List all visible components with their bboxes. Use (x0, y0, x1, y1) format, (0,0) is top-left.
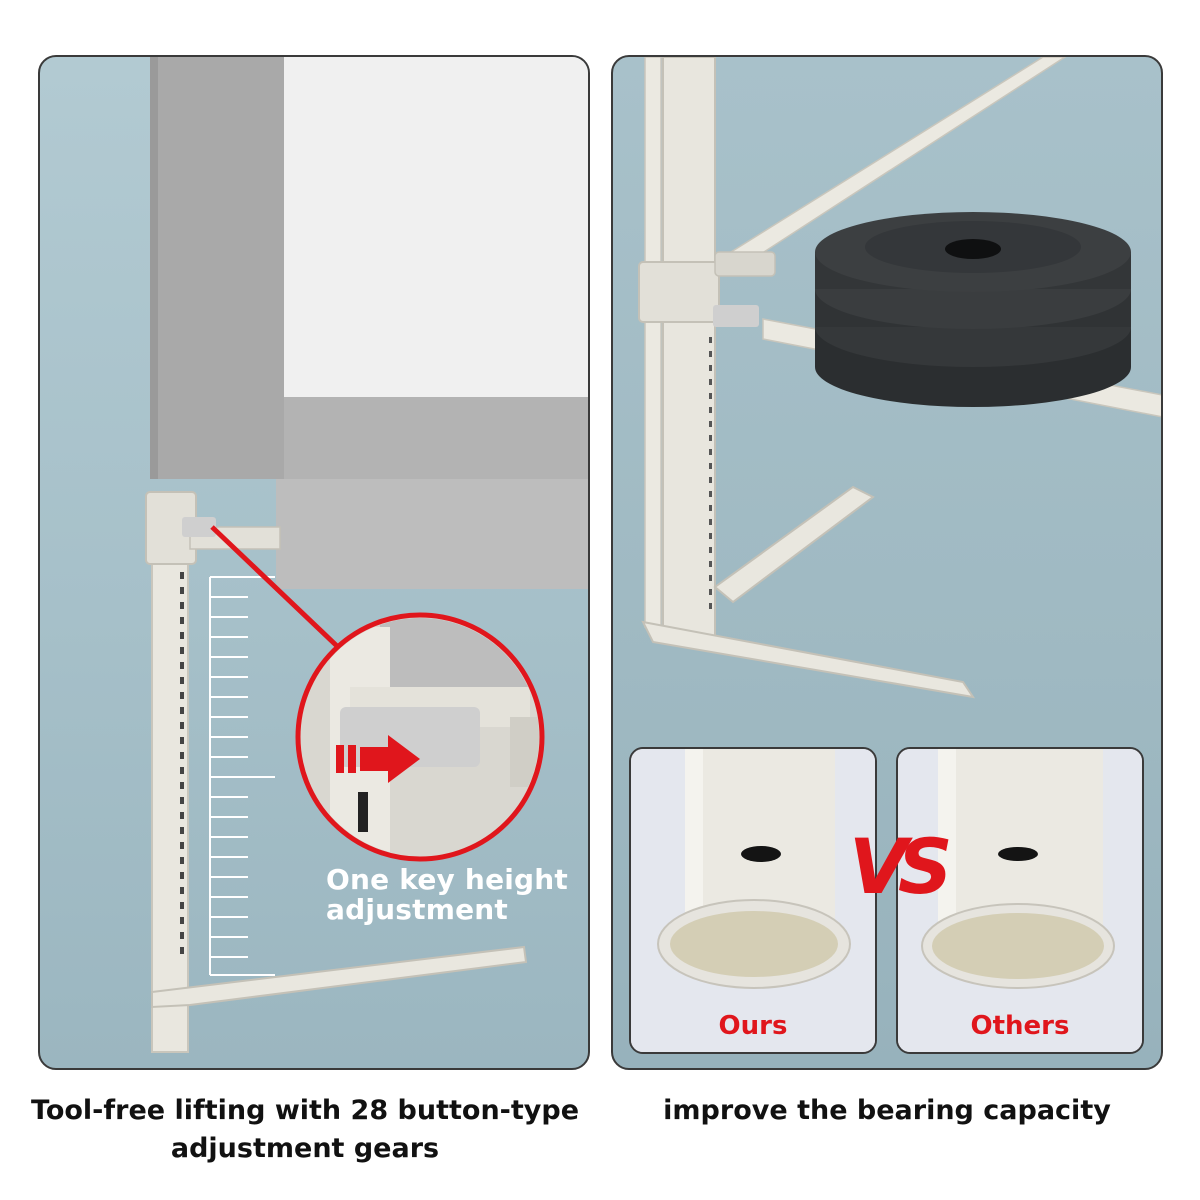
height-adjustment-panel: One key height adjustment (38, 55, 590, 1070)
load-test-illustration (638, 57, 1161, 699)
left-caption-line-1: Tool-free lifting with 28 button-type (30, 1095, 580, 1126)
floor-foot (641, 620, 976, 699)
zoom-callout (295, 612, 545, 862)
push-arrow-icon (336, 735, 420, 783)
tube-cross-section-others (898, 749, 1142, 1052)
mesh-panel (282, 57, 588, 402)
bed-rail-illustration (145, 57, 588, 1053)
left-caption: Tool-free lifting with 28 button-type ad… (30, 1092, 580, 1168)
floor-foot (151, 945, 528, 1009)
zoom-callout-label: One key height adjustment (326, 865, 586, 925)
right-caption-line-1: improve the bearing capacity (663, 1095, 1111, 1126)
bearing-capacity-panel: Ours Others VS (611, 55, 1163, 1070)
tube-cross-section-ours (631, 749, 875, 1052)
zoom-callout-line-1: One key height (326, 863, 569, 896)
weight-plate-stack (815, 212, 1131, 407)
comparison-label-ours: Ours (718, 1011, 788, 1041)
fabric-side-panel (150, 57, 284, 479)
fabric-bottom-band (276, 479, 588, 589)
comparison-label-others: Others (970, 1011, 1070, 1041)
frame-post (662, 57, 716, 643)
comparison-card-ours: Ours (629, 747, 877, 1054)
ruler-scale (209, 576, 275, 976)
left-caption-line-2: adjustment gears (170, 1133, 440, 1164)
versus-mark: VS (849, 822, 953, 911)
zoom-callout-line-2: adjustment (326, 893, 509, 926)
callout-pointer (210, 525, 340, 649)
right-caption: improve the bearing capacity (611, 1092, 1163, 1130)
comparison-card-others: Others (896, 747, 1144, 1054)
